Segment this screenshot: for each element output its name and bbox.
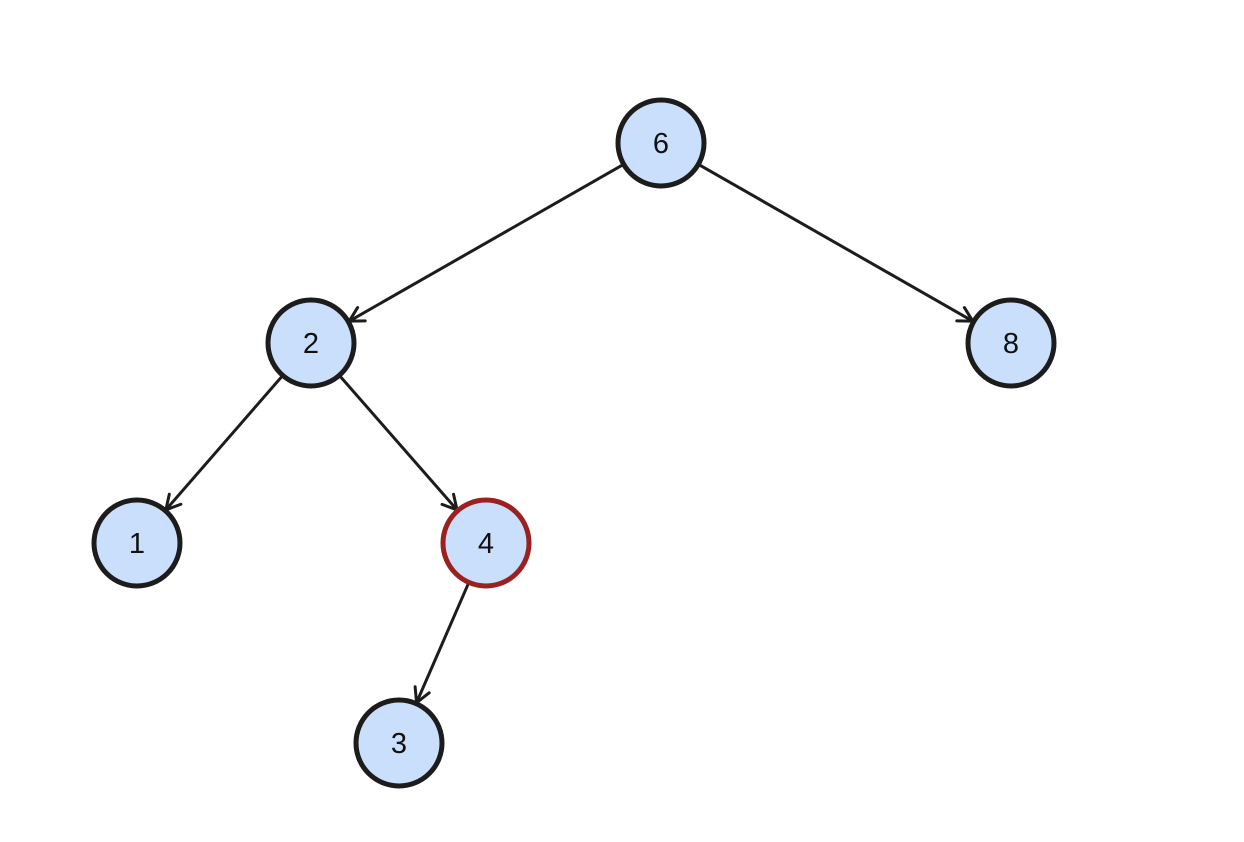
edge-n4-n3: [413, 580, 471, 705]
node-circle: [353, 697, 445, 789]
tree-node-6: 6: [615, 97, 707, 189]
node-label: 4: [478, 528, 494, 560]
edge-n2-n1: [164, 373, 285, 512]
node-circle: [265, 297, 357, 389]
tree-node-2: 2: [265, 297, 357, 389]
node-circle: [615, 97, 707, 189]
edge-n2-n4: [337, 373, 459, 512]
edge-line: [164, 373, 285, 512]
tree-node-4: 4: [440, 497, 532, 589]
highlighted-node-circle: [440, 497, 532, 589]
edge-n6-n2: [347, 162, 626, 323]
node-circle: [91, 497, 183, 589]
node-circle: [965, 297, 1057, 389]
node-label: 2: [303, 328, 319, 360]
tree-node-3: 3: [353, 697, 445, 789]
edge-line: [415, 580, 471, 705]
node-label: 1: [129, 528, 145, 560]
node-label: 8: [1003, 328, 1019, 360]
tree-node-1: 1: [91, 497, 183, 589]
tree-node-8: 8: [965, 297, 1057, 389]
edges-layer: [164, 162, 975, 705]
edge-n6-n8: [696, 162, 975, 323]
edge-line: [337, 373, 459, 512]
edge-line: [347, 162, 626, 323]
edge-line: [696, 162, 975, 323]
node-label: 3: [391, 728, 407, 760]
node-label: 6: [653, 128, 669, 160]
